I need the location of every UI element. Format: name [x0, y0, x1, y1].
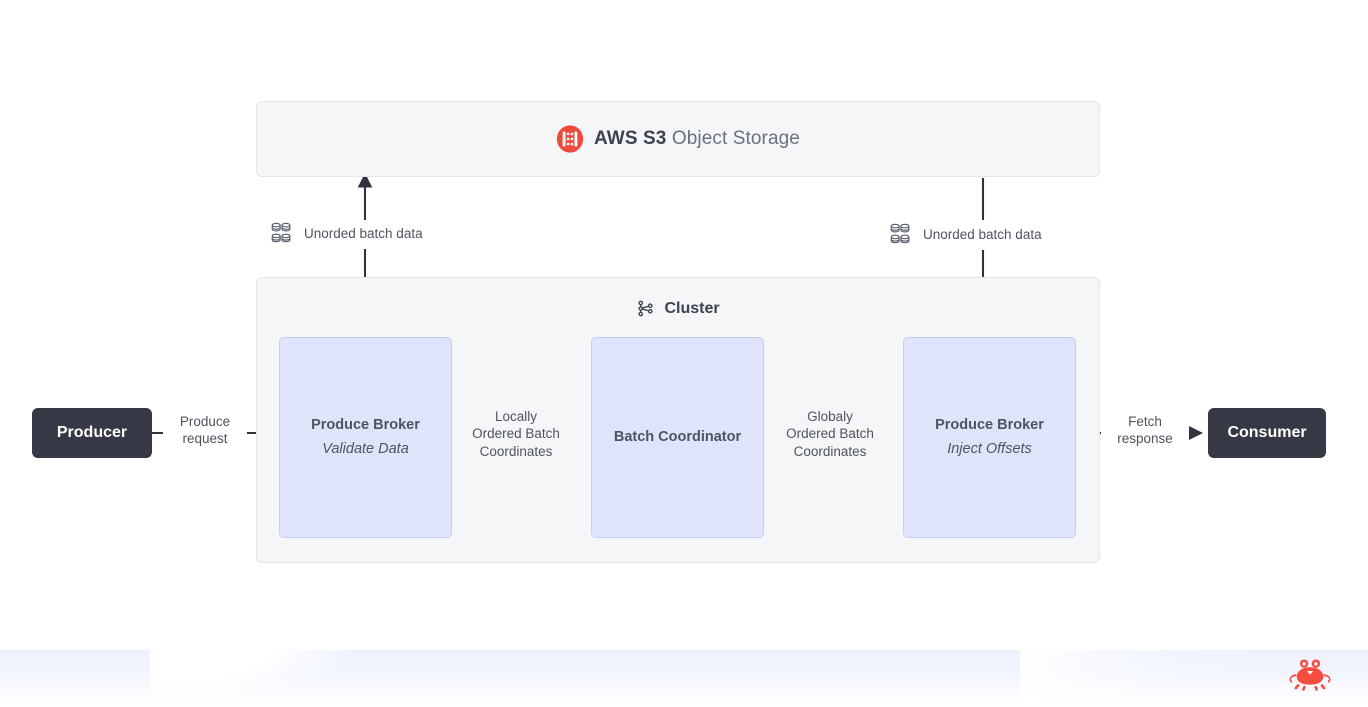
stacked-database-icon — [271, 222, 291, 243]
node-title: Produce Broker — [311, 417, 420, 434]
edge-label-globally-ordered-batch-coordinates: Globaly Ordered Batch Coordinates — [774, 408, 886, 460]
endpoint-consumer[interactable]: Consumer — [1208, 408, 1326, 458]
footer-blob-right — [1020, 650, 1260, 707]
node-produce-broker-validate[interactable]: Produce Broker Validate Data — [279, 337, 452, 538]
aws-s3-brand: AWS S3 — [594, 128, 667, 149]
footer-blob-left — [150, 650, 350, 707]
cluster-header: Cluster — [257, 299, 1099, 318]
cluster-label: Cluster — [664, 299, 720, 317]
stacked-database-icon — [890, 223, 910, 244]
aws-s3-bucket-icon — [556, 125, 584, 153]
storage-link-download-unordered-batch: Unorded batch data — [890, 223, 1042, 245]
node-title: Produce Broker — [935, 417, 1044, 434]
edge-label-locally-ordered-batch-coordinates: Locally Ordered Batch Coordinates — [462, 408, 570, 460]
endpoint-producer[interactable]: Producer — [32, 408, 152, 458]
node-title: Batch Coordinator — [613, 428, 742, 445]
node-batch-coordinator[interactable]: Batch Coordinator — [591, 337, 764, 538]
edge-label-fetch-response: Fetch response — [1101, 413, 1189, 448]
edge-label-produce-request: Produce request — [163, 413, 247, 448]
cluster-nodes-icon — [638, 300, 654, 317]
endpoint-consumer-label: Consumer — [1227, 424, 1307, 441]
storage-link-upload-unordered-batch: Unorded batch data — [271, 222, 423, 244]
node-subtitle: Inject Offsets — [947, 440, 1032, 457]
aws-s3-title: AWS S3 Object Storage — [594, 128, 800, 150]
aws-s3-object-storage-container[interactable]: AWS S3 Object Storage — [256, 101, 1100, 177]
storage-link-label: Unorded batch data — [304, 225, 423, 241]
crab-icon[interactable] — [1288, 655, 1332, 695]
storage-link-label: Unorded batch data — [923, 226, 1042, 242]
node-produce-broker-inject[interactable]: Produce Broker Inject Offsets — [903, 337, 1076, 538]
aws-s3-subtitle: Object Storage — [671, 128, 800, 149]
endpoint-producer-label: Producer — [56, 424, 128, 441]
footer-decorative-band — [0, 650, 1368, 707]
node-subtitle: Validate Data — [322, 440, 409, 457]
